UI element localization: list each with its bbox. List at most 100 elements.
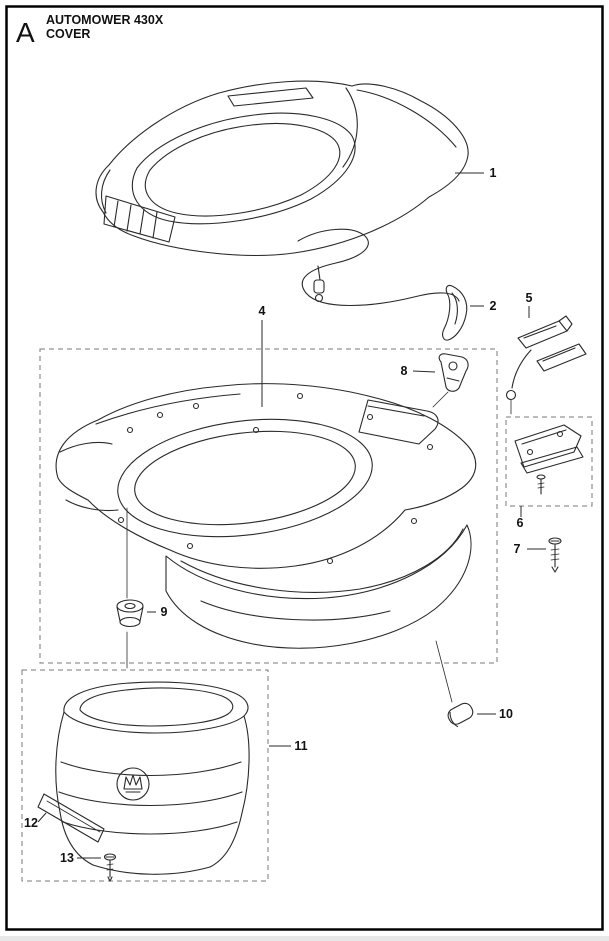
- strap-outline: [442, 284, 468, 341]
- foot-side: [139, 606, 144, 622]
- part-9-foot-drawing: [116, 507, 144, 669]
- screw-tip: [107, 876, 113, 882]
- plug-stem: [317, 265, 321, 281]
- callout-label-1: 1: [490, 166, 497, 180]
- housing-screw-thread: [537, 482, 545, 485]
- part-12-strip-drawing: [37, 793, 105, 843]
- housing-boss: [556, 430, 564, 438]
- lower-rim-inner: [79, 687, 234, 727]
- foot-base: [119, 616, 141, 628]
- latch-plate-b: [536, 343, 587, 372]
- fastener-dot: [156, 411, 164, 419]
- page-title: AUTOMOWER 430X: [46, 13, 164, 27]
- axis-line-to-part-10: [435, 640, 453, 703]
- part-4-body-drawing: [55, 383, 477, 703]
- part-7-screw-drawing: [548, 537, 562, 573]
- latch-plate-b-inner: [542, 347, 576, 362]
- part-2-cable-drawing: [297, 228, 468, 341]
- fastener-dot: [296, 392, 304, 400]
- foot-side: [116, 606, 121, 622]
- foot-top: [116, 599, 144, 613]
- latch-wire: [511, 349, 532, 389]
- lower-right-side: [209, 715, 250, 868]
- latch-plate-a-inner: [523, 325, 557, 339]
- leader-lines: [37, 172, 546, 859]
- rear-shell-outline: [165, 524, 472, 649]
- fastener-dot: [366, 413, 374, 421]
- page-border: [5, 5, 604, 931]
- callout-label-8: 8: [401, 364, 408, 378]
- body-hatch-inner: [367, 405, 425, 417]
- brand-crown-badge: [116, 767, 150, 801]
- callout-label-11: 11: [294, 739, 307, 753]
- grille-hatch-line: [152, 211, 158, 239]
- strap-inner-line: [451, 292, 458, 325]
- group-box-part-11: [21, 669, 269, 882]
- callout-labels: 1 2 4 5 6 7 8 9 10 11 12 13: [24, 166, 532, 865]
- section-letter: A: [16, 17, 35, 48]
- leader-line-8: [412, 370, 436, 373]
- strip-outline: [37, 793, 105, 843]
- lower-bottom-edge: [92, 864, 211, 875]
- screw-thread: [550, 558, 560, 561]
- body-opening-inner: [134, 430, 356, 526]
- callout-label-2: 2: [490, 299, 497, 313]
- cover-grille: [103, 195, 176, 243]
- strip-inner-line: [46, 800, 101, 833]
- screw-thread: [106, 868, 114, 871]
- screw-thread: [106, 863, 114, 866]
- part-8-bracket-drawing: [432, 353, 469, 408]
- crown-icon: [123, 774, 143, 790]
- plug-body: [313, 279, 325, 294]
- screw-thread: [550, 548, 560, 551]
- bracket-inner-line: [446, 377, 460, 382]
- callout-label-9: 9: [161, 605, 168, 619]
- fastener-dot: [192, 402, 200, 410]
- clip-body: [447, 702, 474, 725]
- screw-thread: [550, 553, 560, 556]
- cover-opening-inner: [144, 122, 341, 217]
- callout-label-10: 10: [499, 707, 513, 721]
- part-1-top-cover-drawing: [95, 80, 469, 256]
- group-box-part-4: [39, 348, 498, 664]
- chassis-outline: [55, 383, 477, 569]
- fastener-dot: [426, 443, 434, 451]
- bumper-line: [58, 791, 243, 807]
- latch-plug: [505, 389, 517, 401]
- grille-hatch-line: [139, 208, 145, 235]
- fastener-dot: [252, 426, 260, 434]
- rear-shell-swoosh: [200, 600, 391, 621]
- lower-left-side: [55, 711, 94, 866]
- body-hatch-panel: [358, 399, 439, 445]
- body-opening-outer: [117, 418, 373, 538]
- fastener-dot: [126, 426, 134, 434]
- plug-ball: [314, 293, 324, 303]
- callout-label-12: 12: [24, 816, 38, 830]
- foot-top-hole: [124, 602, 136, 610]
- callout-label-4: 4: [259, 304, 266, 318]
- cable-wire: [297, 228, 460, 306]
- housing-screw-thread: [537, 486, 545, 489]
- body-nose-line: [59, 441, 113, 453]
- bracket-link-line: [432, 391, 449, 408]
- lower-rim-outer: [63, 681, 249, 734]
- header: A AUTOMOWER 430X COVER: [16, 13, 164, 48]
- callout-label-13: 13: [60, 851, 74, 865]
- part-5-latch-drawing: [505, 315, 587, 415]
- cover-back-edge: [356, 89, 457, 148]
- callout-label-7: 7: [514, 542, 521, 556]
- callout-label-5: 5: [526, 291, 533, 305]
- rear-shell-swoosh: [180, 528, 464, 593]
- housing-boss: [526, 448, 534, 456]
- screw-tip: [551, 566, 559, 573]
- part-10-clip-drawing: [447, 702, 474, 728]
- fastener-dot: [186, 542, 194, 550]
- body-nose-line: [65, 499, 119, 512]
- body-rim-line: [95, 393, 241, 425]
- clip-inner-line: [449, 711, 459, 728]
- grille-hatch-line: [113, 200, 119, 228]
- part-11-lower-body-drawing: [55, 681, 250, 875]
- fastener-dot: [117, 516, 125, 524]
